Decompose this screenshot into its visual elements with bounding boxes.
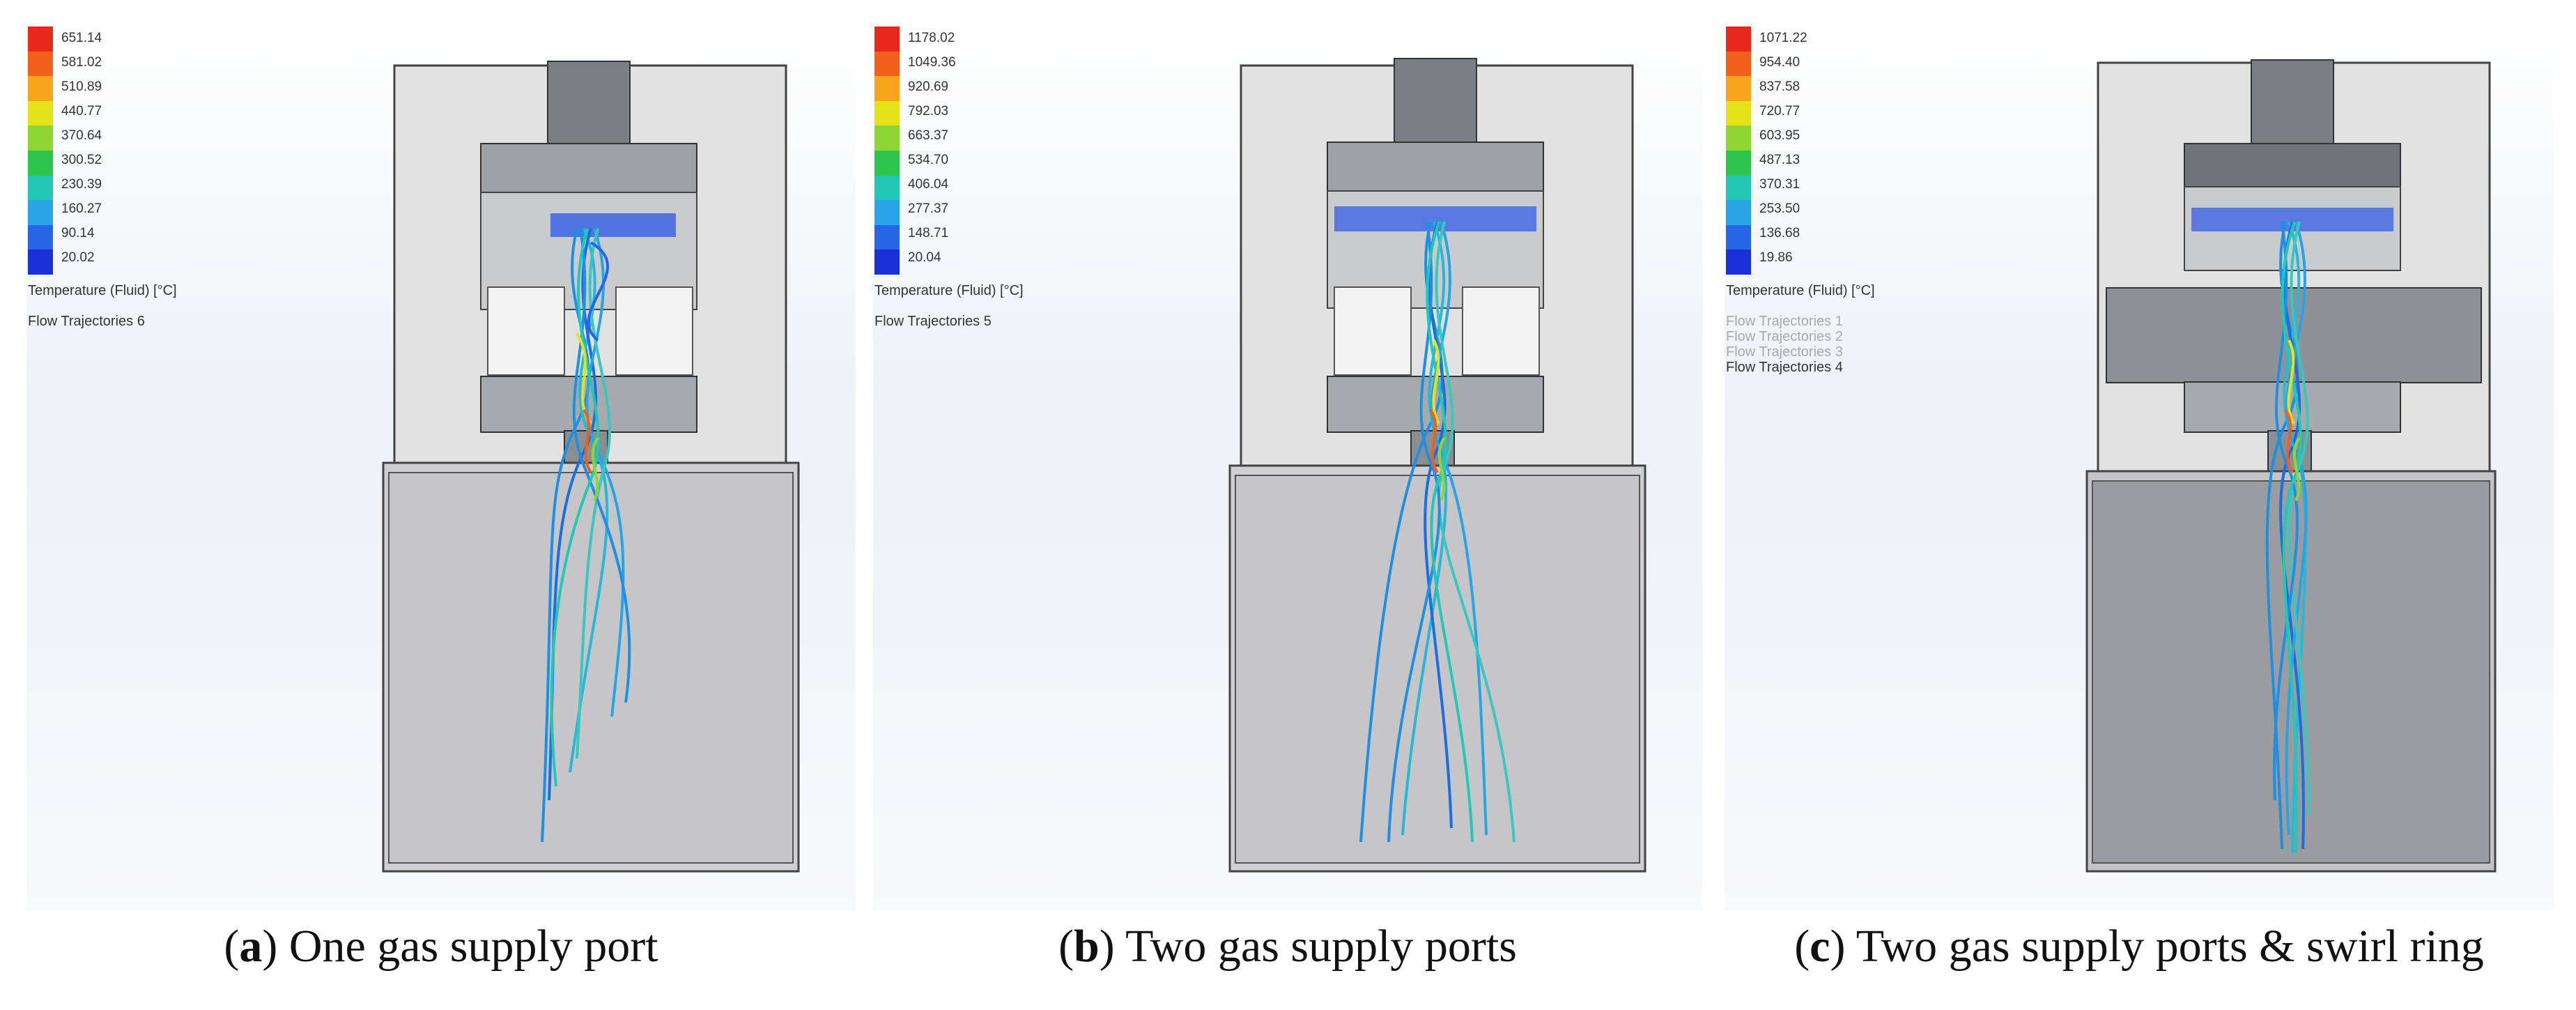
caption-letter: c xyxy=(1810,921,1830,972)
legend-tick-label: 581.02 xyxy=(61,55,102,70)
legend-tick-label: 300.52 xyxy=(61,153,102,167)
legend-tick-label: 406.04 xyxy=(908,177,949,192)
color-scale-bar xyxy=(28,26,53,275)
legend-tick-label: 19.86 xyxy=(1759,250,1793,265)
legend-tick-label: 510.89 xyxy=(61,79,102,94)
legend-tick-label: 603.95 xyxy=(1759,128,1800,143)
legend-tick-label: 1178.02 xyxy=(908,31,955,45)
simulation-panel-c: 1071.22 954.40 837.58 720.77 603.95 487.… xyxy=(1725,20,2554,910)
trajectory-label: Flow Trajectories 1 xyxy=(1726,314,1843,329)
legend-title: Temperature (Fluid) [°C] xyxy=(874,283,1024,298)
legend-tick-label: 792.03 xyxy=(908,104,949,118)
caption-text: Two gas supply ports & swirl ring xyxy=(1856,921,2484,972)
caption-text: Two gas supply ports xyxy=(1125,921,1517,972)
legend-tick-label: 920.69 xyxy=(908,79,949,94)
trajectory-label: Flow Trajectories 3 xyxy=(1726,344,1843,360)
inner-window-right xyxy=(1462,286,1540,376)
top-block xyxy=(1327,141,1544,192)
trajectory-label: Flow Trajectories 2 xyxy=(1726,329,1843,344)
legend-tick-label: 837.58 xyxy=(1759,79,1800,94)
legend-title: Temperature (Fluid) [°C] xyxy=(28,283,177,298)
caption-letter: b xyxy=(1074,921,1100,972)
trajectory-label: Flow Trajectories 4 xyxy=(1726,360,1843,375)
legend-tick-label: 148.71 xyxy=(908,226,949,240)
legend-title: Temperature (Fluid) [°C] xyxy=(1726,283,1875,298)
cap-cylinder xyxy=(1394,58,1477,143)
trajectory-label: Flow Trajectories 6 xyxy=(28,314,145,329)
legend-tick-label: 370.31 xyxy=(1759,177,1800,192)
cap-cylinder xyxy=(547,61,631,144)
flow-trajectories xyxy=(1359,221,1515,843)
legend-tick-label: 136.68 xyxy=(1759,226,1800,240)
gas-channel xyxy=(550,213,676,237)
legend-tick-label: 370.64 xyxy=(61,128,102,143)
inner-window xyxy=(487,286,565,376)
caption-a: (a) One gas supply port xyxy=(224,921,658,972)
legend-tick-label: 160.27 xyxy=(61,201,102,216)
nozzle-model-c xyxy=(1725,20,2554,910)
legend-tick-label: 20.04 xyxy=(908,250,941,265)
simulation-panel-b: 1178.02 1049.36 920.69 792.03 663.37 534… xyxy=(873,20,1702,910)
legend-tick-label: 20.02 xyxy=(61,250,95,265)
top-block xyxy=(2184,143,2401,188)
flow-trajectories xyxy=(2265,221,2311,853)
color-scale-bar xyxy=(874,26,900,275)
legend-tick-label: 1049.36 xyxy=(908,55,956,70)
trajectory-label: Flow Trajectories 5 xyxy=(874,314,992,329)
legend-tick-label: 253.50 xyxy=(1759,201,1800,216)
cap-cylinder xyxy=(2251,59,2334,144)
caption-letter: a xyxy=(239,921,263,972)
inner-window-right xyxy=(615,286,693,376)
legend-tick-label: 1071.22 xyxy=(1759,31,1807,45)
legend-tick-label: 230.39 xyxy=(61,177,102,192)
inner-window xyxy=(1334,286,1412,376)
nozzle-model-b xyxy=(873,20,1702,910)
legend-tick-label: 277.37 xyxy=(908,201,949,216)
legend-tick-label: 651.14 xyxy=(61,31,102,45)
caption-c: (c) Two gas supply ports & swirl ring xyxy=(1794,921,2484,972)
simulation-panel-a: 651.14 581.02 510.89 440.77 370.64 300.5… xyxy=(26,20,856,910)
color-scale-bar xyxy=(1726,26,1751,275)
caption-text: One gas supply port xyxy=(288,921,658,972)
legend-tick-label: 720.77 xyxy=(1759,104,1800,118)
legend-tick-label: 954.40 xyxy=(1759,55,1800,70)
nozzle-model-a xyxy=(26,20,856,910)
caption-b: (b) Two gas supply ports xyxy=(1058,921,1517,972)
legend-tick-label: 487.13 xyxy=(1759,153,1800,167)
legend-tick-label: 534.70 xyxy=(908,153,949,167)
legend-tick-label: 663.37 xyxy=(908,128,949,143)
legend-tick-label: 90.14 xyxy=(61,226,95,240)
top-block xyxy=(480,143,697,193)
flow-trajectories xyxy=(541,228,631,843)
legend-tick-label: 440.77 xyxy=(61,104,102,118)
